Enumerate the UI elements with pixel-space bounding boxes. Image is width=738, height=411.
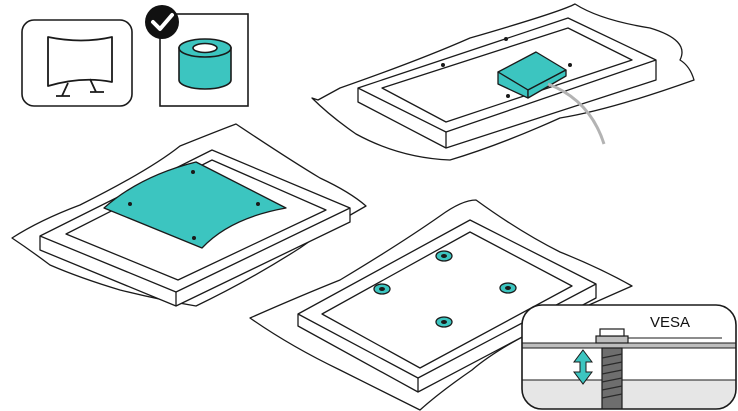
tv-top-setup [312,4,694,160]
vesa-detail-callout: VESA [522,305,736,410]
tv-left-setup [12,124,366,306]
tape-icon-panel [145,5,248,106]
checkmark-badge-icon [145,5,179,39]
floor-surface [522,380,736,410]
tv-icon-frame [22,20,132,106]
vesa-hole [500,283,516,293]
vesa-hole [436,251,452,261]
mount-plate [522,343,736,348]
vesa-hole [436,317,452,327]
vesa-label: VESA [650,314,690,331]
tape-roll-icon [179,39,231,89]
tv-icon-panel [22,20,132,106]
vesa-hole [374,284,390,294]
